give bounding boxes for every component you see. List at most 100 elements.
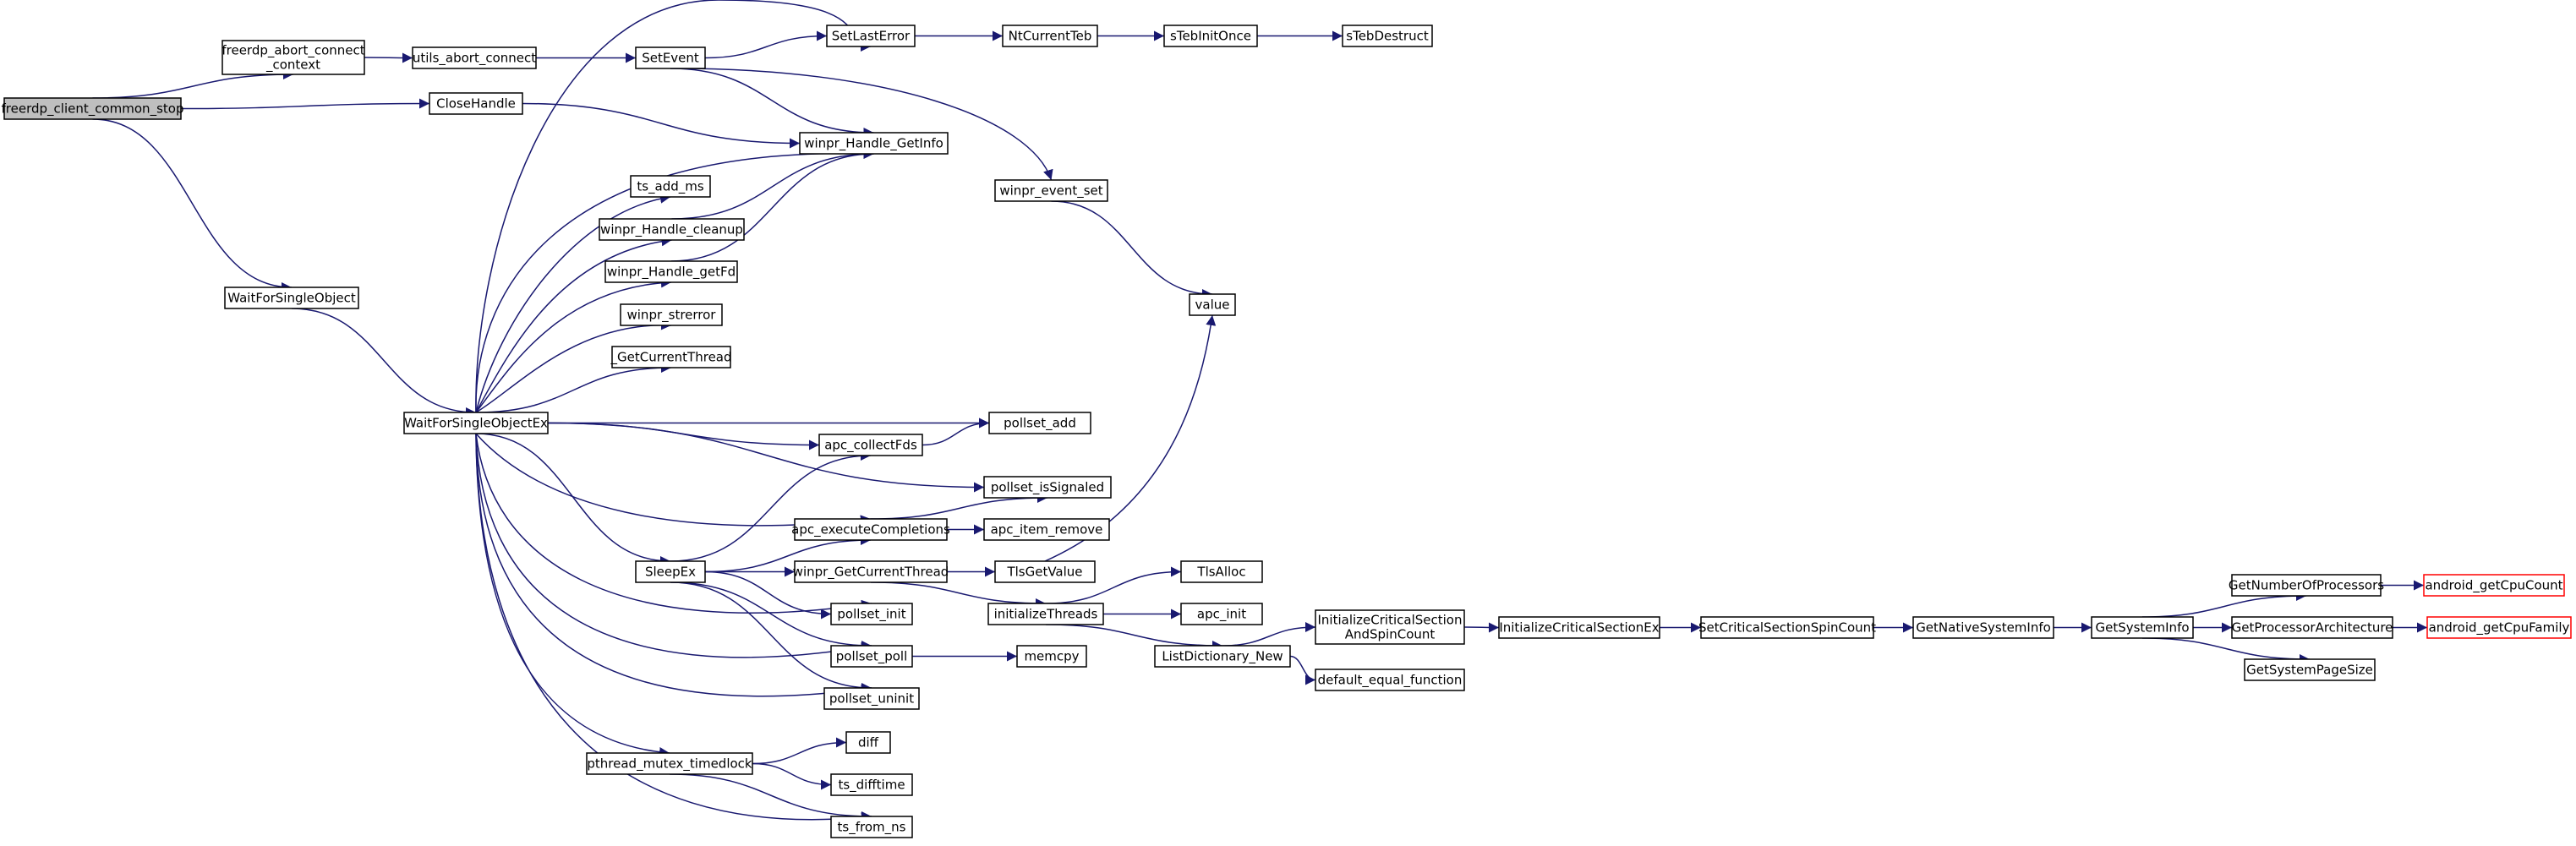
node-apcrm[interactable]: apc_item_remove: [983, 518, 1110, 541]
node-getcur[interactable]: _GetCurrentThread: [610, 346, 732, 368]
node-box: [799, 132, 949, 155]
node-label: InitializeCriticalSectionEx: [1499, 620, 1659, 636]
node-getnative[interactable]: GetNativeSystemInfo: [1912, 616, 2054, 639]
edge-line: [671, 149, 874, 220]
node-ntteb[interactable]: NtCurrentTeb: [1002, 25, 1098, 47]
node-box: [1016, 645, 1087, 668]
node-box: [1180, 603, 1263, 625]
edge-wfsoex-to-puninit: [475, 433, 872, 697]
node-mutex[interactable]: pthread_mutex_timedlock: [586, 752, 753, 775]
node-box: [611, 346, 731, 368]
node-pagesize[interactable]: GetSystemPageSize: [2244, 658, 2376, 681]
node-label: GetSystemPageSize: [2246, 663, 2373, 678]
node-defeq[interactable]: default_equal_function: [1315, 669, 1465, 691]
node-tsfrom[interactable]: ts_from_ns: [830, 816, 913, 838]
node-getinfo[interactable]: winpr_Handle_GetInfo: [799, 132, 949, 155]
node-box: [1180, 560, 1263, 583]
node-setspin[interactable]: SetCriticalSectionSpinCount: [1698, 616, 1876, 639]
node-box: [1700, 616, 1874, 639]
node-getfd[interactable]: winpr_Handle_getFd: [604, 260, 738, 283]
edge-line: [1051, 200, 1213, 299]
node-box: [222, 40, 365, 75]
node-cleanup[interactable]: winpr_Handle_cleanup: [599, 218, 745, 241]
node-label: SleepEx: [645, 565, 696, 580]
node-strerr[interactable]: winpr_strerror: [620, 303, 723, 326]
node-label: winpr_Handle_cleanup: [600, 222, 743, 238]
node-ppoll[interactable]: pollset_poll: [830, 645, 913, 668]
node-utils[interactable]: utils_abort_connect: [412, 46, 537, 69]
node-label: pollset_add: [1004, 416, 1076, 432]
edge-line: [922, 418, 990, 446]
node-apcinit[interactable]: apc_init: [1180, 603, 1263, 625]
node-psig[interactable]: pollset_isSignaled: [983, 476, 1112, 499]
edge-line: [670, 68, 874, 138]
edge-line: [670, 149, 874, 262]
node-evset[interactable]: winpr_event_set: [994, 179, 1108, 202]
node-wgct[interactable]: winpr_GetCurrentThread: [793, 560, 949, 583]
node-box: [635, 560, 706, 583]
node-pinit[interactable]: pollset_init: [830, 603, 913, 625]
node-box: [830, 773, 913, 796]
node-close[interactable]: CloseHandle: [429, 92, 523, 115]
node-value[interactable]: value: [1189, 293, 1236, 316]
edge-line: [475, 433, 872, 697]
node-tlsget[interactable]: TlsGetValue: [994, 560, 1096, 583]
edge-wfsoex-to-cleanup: [475, 236, 672, 413]
node-setevent[interactable]: SetEvent: [635, 46, 706, 69]
edge-evset-to-value: [1051, 200, 1213, 299]
edge-sleep-to-puninit: [670, 581, 872, 693]
node-label: GetNumberOfProcessors: [2229, 578, 2384, 593]
node-tsadd[interactable]: ts_add_ms: [630, 175, 711, 198]
node-stebinit[interactable]: sTebInitOnce: [1163, 25, 1258, 47]
node-diff[interactable]: diff: [845, 731, 891, 754]
node-tsdiff[interactable]: ts_difftime: [830, 773, 913, 796]
node-numproc[interactable]: GetNumberOfProcessors: [2229, 574, 2384, 597]
node-memcpy[interactable]: memcpy: [1016, 645, 1087, 668]
node-label: TlsAlloc: [1196, 565, 1245, 580]
node-box: [604, 260, 738, 283]
edge-line: [475, 433, 872, 823]
edge-line: [752, 737, 847, 765]
edge-line: [1463, 622, 1500, 633]
node-sleep[interactable]: SleepEx: [635, 560, 706, 583]
node-procarch[interactable]: GetProcessorArchitecture: [2231, 616, 2393, 639]
node-label: GetNativeSystemInfo: [1916, 620, 2051, 636]
edge-line: [180, 98, 430, 110]
node-icsex[interactable]: InitializeCriticalSectionEx: [1498, 616, 1660, 639]
node-getsys[interactable]: GetSystemInfo: [2091, 616, 2194, 639]
node-label: android_getCpuCount: [2425, 578, 2562, 594]
node-padd[interactable]: pollset_add: [988, 412, 1091, 434]
node-wfso[interactable]: WaitForSingleObject: [224, 287, 359, 309]
edge-wfsoex-to-strerr: [475, 319, 672, 413]
node-puninit[interactable]: pollset_uninit: [823, 687, 920, 710]
edge-line: [670, 581, 872, 693]
node-root[interactable]: freerdp_client_common_stop: [2, 97, 184, 120]
node-listnew[interactable]: ListDictionary_New: [1154, 645, 1291, 668]
node-initthr[interactable]: initializeThreads: [987, 603, 1104, 625]
edge-abort-to-utils: [364, 52, 413, 63]
node-box: [994, 179, 1108, 202]
node-box: [1163, 25, 1258, 47]
node-setlasterr[interactable]: SetLastError: [826, 25, 916, 47]
node-apccol[interactable]: apc_collectFds: [818, 434, 923, 456]
node-apcexec[interactable]: apc_executeCompletions: [791, 518, 950, 541]
edge-line: [670, 68, 1053, 181]
node-cpucount[interactable]: android_getCpuCount: [2423, 574, 2565, 597]
node-box: [1315, 669, 1465, 691]
edge-apcexec-to-psig: [870, 493, 1048, 520]
node-wfsoex[interactable]: WaitForSingleObjectEx: [403, 412, 549, 434]
edge-root-to-wfso: [92, 118, 293, 292]
node-stebdes[interactable]: sTebDestruct: [1342, 25, 1433, 47]
edge-getfd-to-getinfo: [670, 149, 874, 262]
node-abort[interactable]: freerdp_abort_connect_context: [222, 40, 365, 75]
node-label: freerdp_abort_connect: [222, 43, 364, 59]
edge-line: [670, 581, 872, 651]
node-tlsalloc[interactable]: TlsAlloc: [1180, 560, 1263, 583]
edge-wfsoex-to-sleep: [475, 433, 671, 566]
edge-line: [475, 433, 872, 658]
edge-line: [522, 102, 801, 149]
edge-sleep-to-apcexec: [704, 535, 872, 573]
node-cpufam[interactable]: android_getCpuFamily: [2426, 616, 2572, 639]
